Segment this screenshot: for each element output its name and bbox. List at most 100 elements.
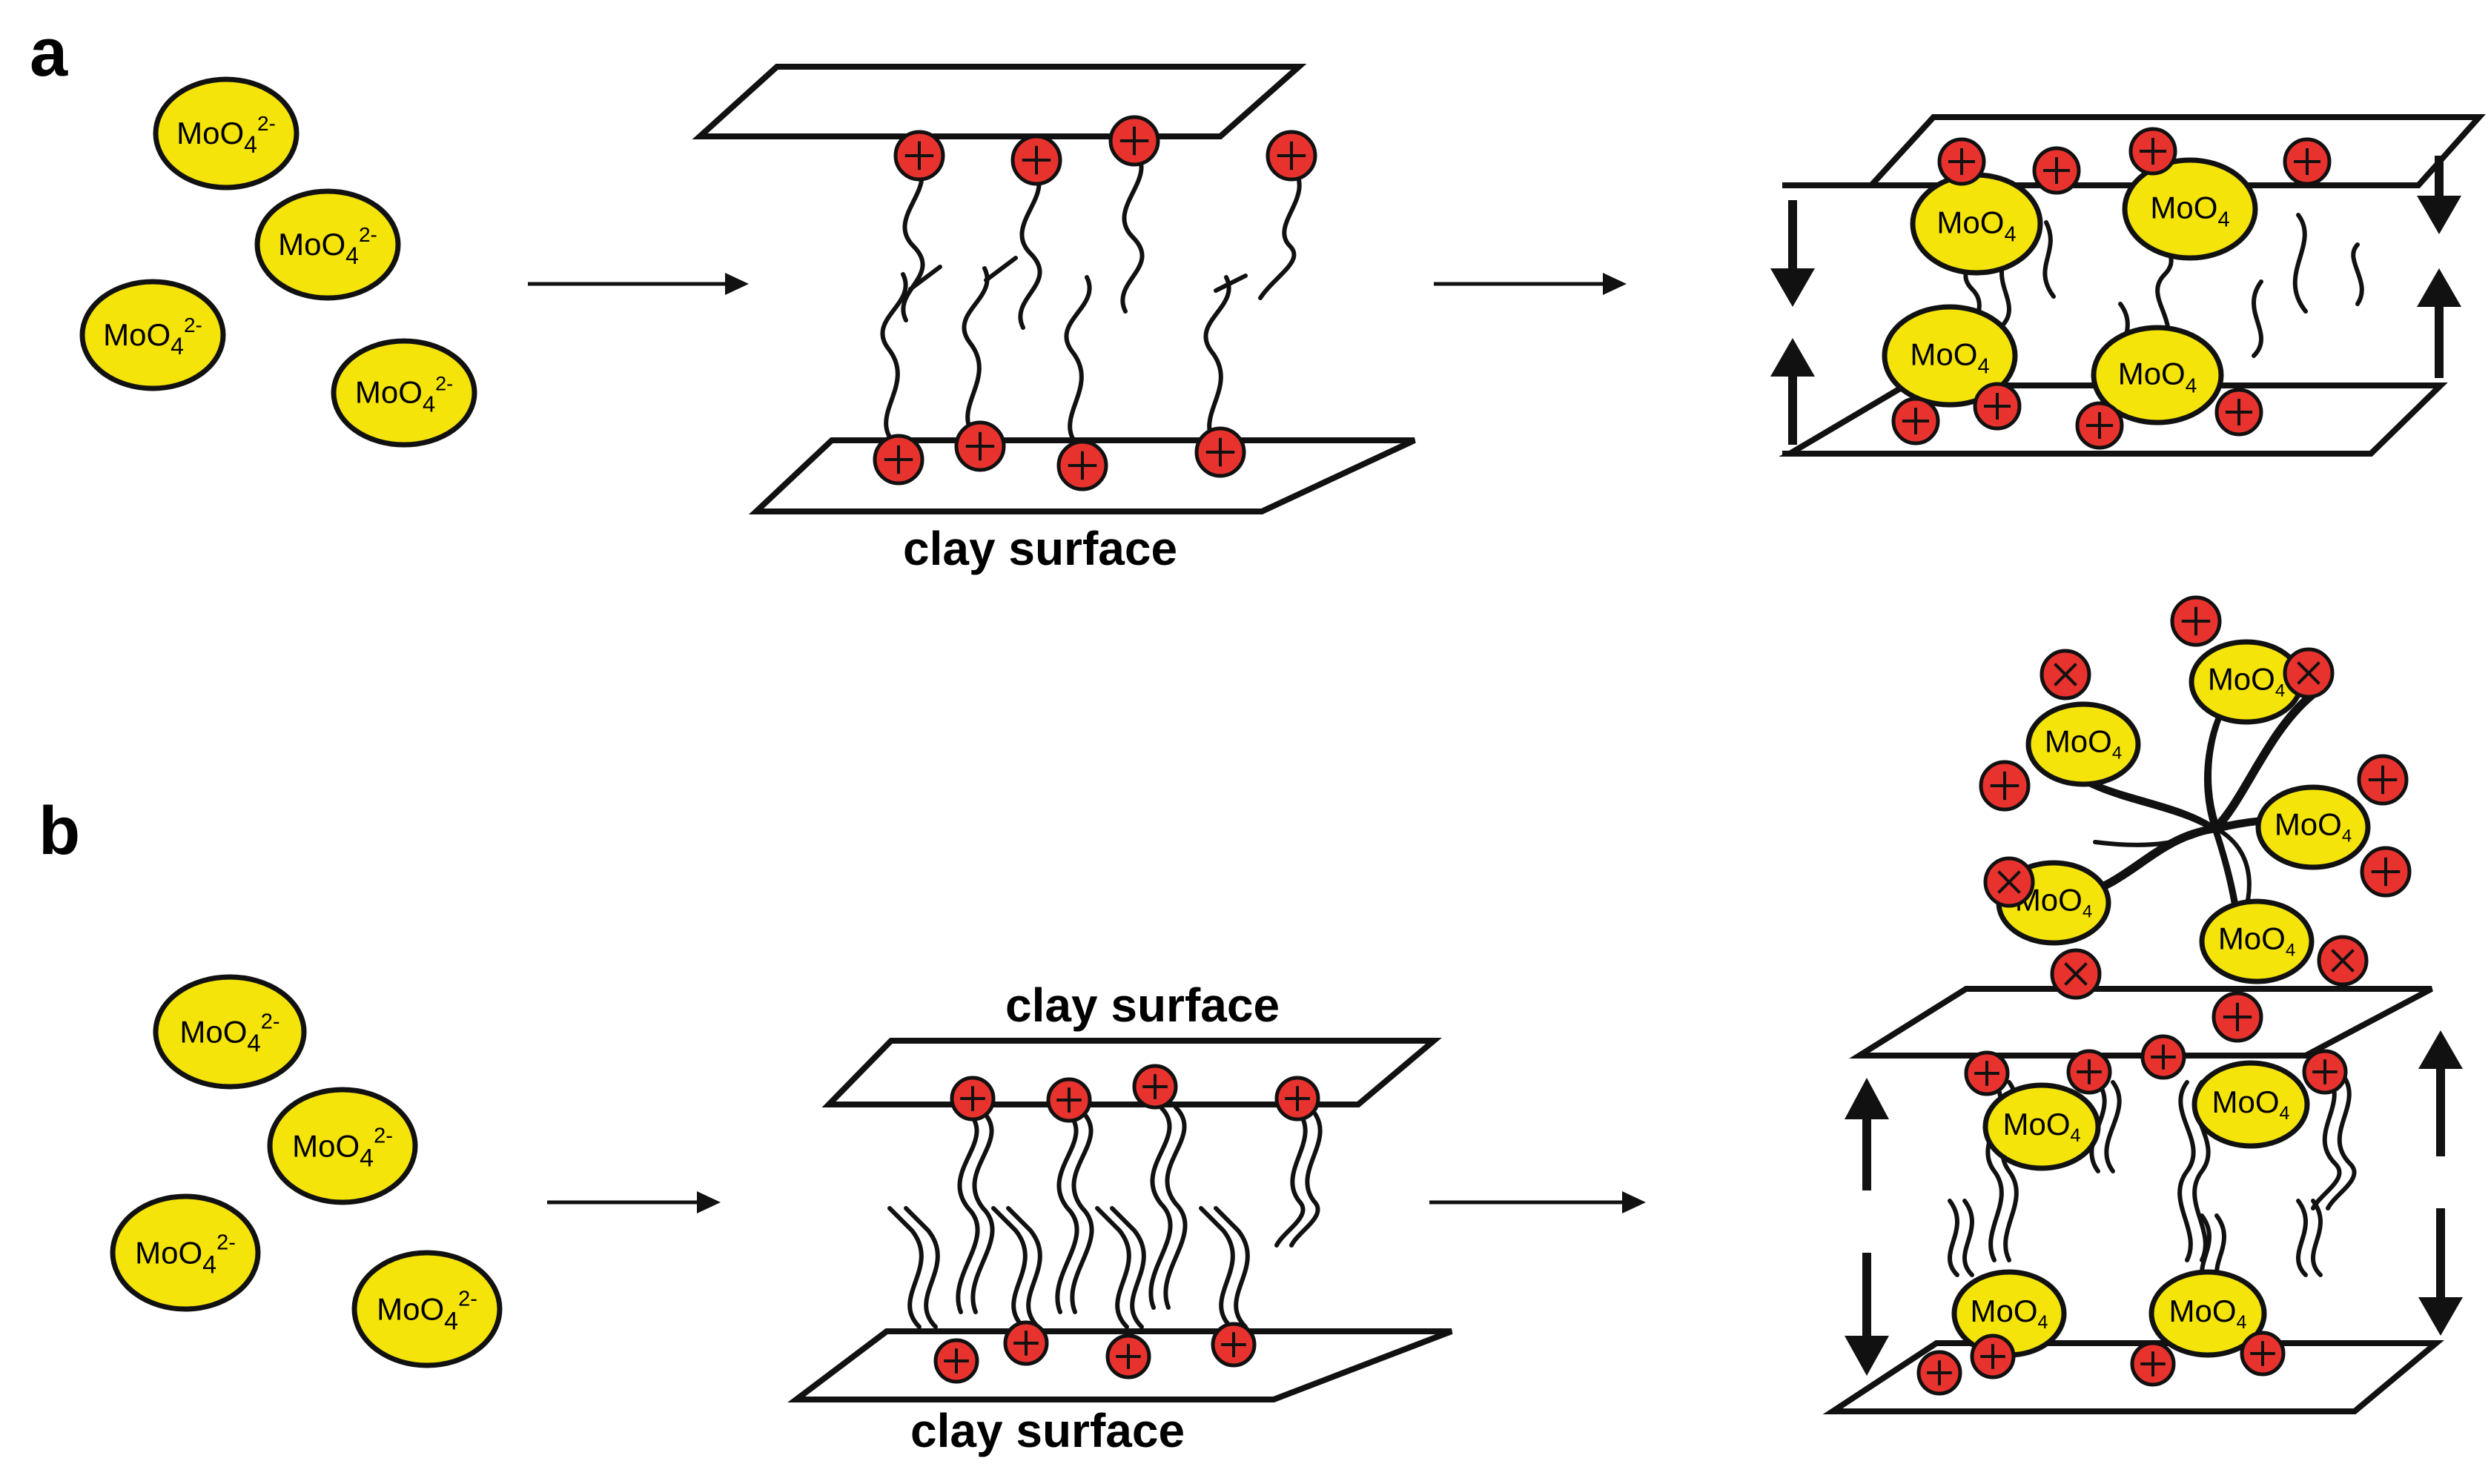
plus-circle-icon <box>1916 1350 1962 1396</box>
plus-circle-icon <box>2360 846 2412 898</box>
plus-circle-icon <box>2283 137 2332 186</box>
ion-formula: MoO42- <box>278 223 377 269</box>
molybdate-ion: MoO42- <box>254 188 401 301</box>
molybdate-ion: MoO42- <box>267 1087 418 1205</box>
clay-label-a-bottom: clay surface <box>903 522 1177 575</box>
ion-formula: MoO4 <box>2212 1084 2290 1124</box>
surfactant-chains <box>887 1105 1323 1329</box>
molybdate-ion: MoO4 <box>1882 304 2018 408</box>
x-circle-icon <box>2283 647 2335 699</box>
ion-formula: MoO42- <box>103 314 202 360</box>
surfactant-chains <box>1948 1073 2357 1292</box>
compression-arrow-icon <box>1770 156 2461 445</box>
plus-circle-icon <box>1970 1334 2016 1379</box>
molybdate-ion: MoO4 <box>2189 639 2304 725</box>
ion-formula: MoO4 <box>2275 807 2352 847</box>
x-circle-icon <box>1983 856 2035 908</box>
plus-circle-icon <box>1937 137 1986 186</box>
arrow-icon <box>1429 1191 1646 1213</box>
plus-circle-icon <box>2130 1341 2176 1387</box>
arrow-icon <box>547 1191 721 1213</box>
plus-circle-icon <box>2075 401 2124 450</box>
molybdate-ion: MoO4 <box>1910 172 2043 276</box>
plus-circle-icon <box>1891 397 1940 445</box>
molybdate-ion: MoO4 <box>2025 701 2141 787</box>
plus-circle-icon <box>1979 760 2031 812</box>
molybdate-ion: MoO42- <box>110 1193 261 1312</box>
plus-circle-icon <box>2170 595 2222 647</box>
charge-layer <box>873 115 2412 1396</box>
molybdate-ion: MoO42- <box>351 1250 503 1368</box>
ion-formula: MoO4 <box>2218 921 2295 961</box>
clay-plate <box>692 64 1307 139</box>
molybdate-ion: MoO42- <box>153 974 307 1090</box>
plus-circle-icon <box>1211 1322 1257 1368</box>
ion-formula: MoO4 <box>2150 191 2229 232</box>
ion-formula: MoO4 <box>2208 662 2285 701</box>
molybdate-ion: MoO42- <box>331 338 477 448</box>
plus-circle-icon <box>1108 115 1160 167</box>
ion-formula: MoO4 <box>2118 356 2197 397</box>
plus-circle-icon <box>873 434 924 486</box>
plus-circle-icon <box>1194 426 1246 478</box>
molybdate-ion: MoO4 <box>2255 784 2371 870</box>
plus-circle-icon <box>1274 1076 1320 1122</box>
ion-formula: MoO42- <box>355 373 453 417</box>
plus-circle-icon <box>1105 1334 1151 1379</box>
ion-formula: MoO42- <box>377 1288 477 1336</box>
plus-circle-icon <box>2214 388 2263 437</box>
ion-formula: MoO42- <box>135 1231 236 1279</box>
ion-formula: MoO42- <box>179 1010 279 1056</box>
plus-circle-icon <box>1056 440 1108 491</box>
plus-circle-icon <box>893 130 945 182</box>
plus-circle-icon <box>2140 1034 2186 1080</box>
molybdate-ion: MoO4 <box>2191 1060 2310 1149</box>
molybdate-ion: MoO42- <box>79 279 226 391</box>
x-circle-icon <box>2317 935 2369 987</box>
arrow-icon <box>1434 273 1627 295</box>
plus-circle-icon <box>1046 1077 1092 1123</box>
plus-circle-icon <box>1973 382 2022 431</box>
molybdate-ion: MoO4 <box>2091 325 2224 425</box>
molybdate-ion: MoO4 <box>2199 898 2315 984</box>
x-circle-icon <box>2040 649 2091 700</box>
ion-formula: MoO4 <box>1971 1293 2048 1333</box>
plus-circle-icon <box>954 420 1006 472</box>
ion-formula: MoO4 <box>2169 1293 2247 1333</box>
molybdate-ion: MoO42- <box>153 76 300 191</box>
plus-circle-icon <box>1003 1320 1049 1366</box>
ion-formula: MoO42- <box>292 1124 393 1173</box>
ion-formula: MoO42- <box>176 112 276 158</box>
ion-formula: MoO4 <box>1910 337 1989 379</box>
plus-circle-icon <box>2302 1049 2348 1095</box>
plus-circle-icon <box>2240 1331 2286 1377</box>
surfactant-chains <box>880 146 1302 450</box>
plus-circle-icon <box>1964 1050 2010 1096</box>
molybdate-ion: MoO4 <box>2148 1269 2267 1358</box>
plus-circle-icon <box>933 1338 979 1384</box>
plus-circle-icon <box>1010 134 1062 186</box>
ion-formula: MoO4 <box>2003 1107 2081 1146</box>
plus-circle-icon <box>950 1076 996 1122</box>
expansion-arrow-icon <box>1845 1030 2463 1376</box>
panel-label-b: b <box>39 793 80 869</box>
plus-circle-icon <box>2128 127 2177 176</box>
clay-label-b-bottom: clay surface <box>910 1404 1185 1457</box>
plus-circle-icon <box>1266 130 1317 182</box>
plus-circle-icon <box>2032 146 2081 195</box>
arrow-icon <box>528 273 749 295</box>
ion-formula: MoO4 <box>2045 724 2122 763</box>
molybdate-ion: MoO4 <box>1982 1082 2101 1171</box>
plus-circle-icon <box>2066 1049 2112 1095</box>
clay-plate <box>821 1038 1442 1107</box>
panel-label-a: a <box>30 15 68 90</box>
ion-formula: MoO4 <box>1936 205 2016 247</box>
plus-circle-icon <box>2212 991 2263 1043</box>
plus-circle-icon <box>2357 754 2409 806</box>
molybdate-ion: MoO4 <box>2122 157 2258 261</box>
x-circle-icon <box>2050 948 2102 1000</box>
clay-label-b-top: clay surface <box>1005 978 1280 1032</box>
plus-circle-icon <box>1132 1064 1178 1110</box>
